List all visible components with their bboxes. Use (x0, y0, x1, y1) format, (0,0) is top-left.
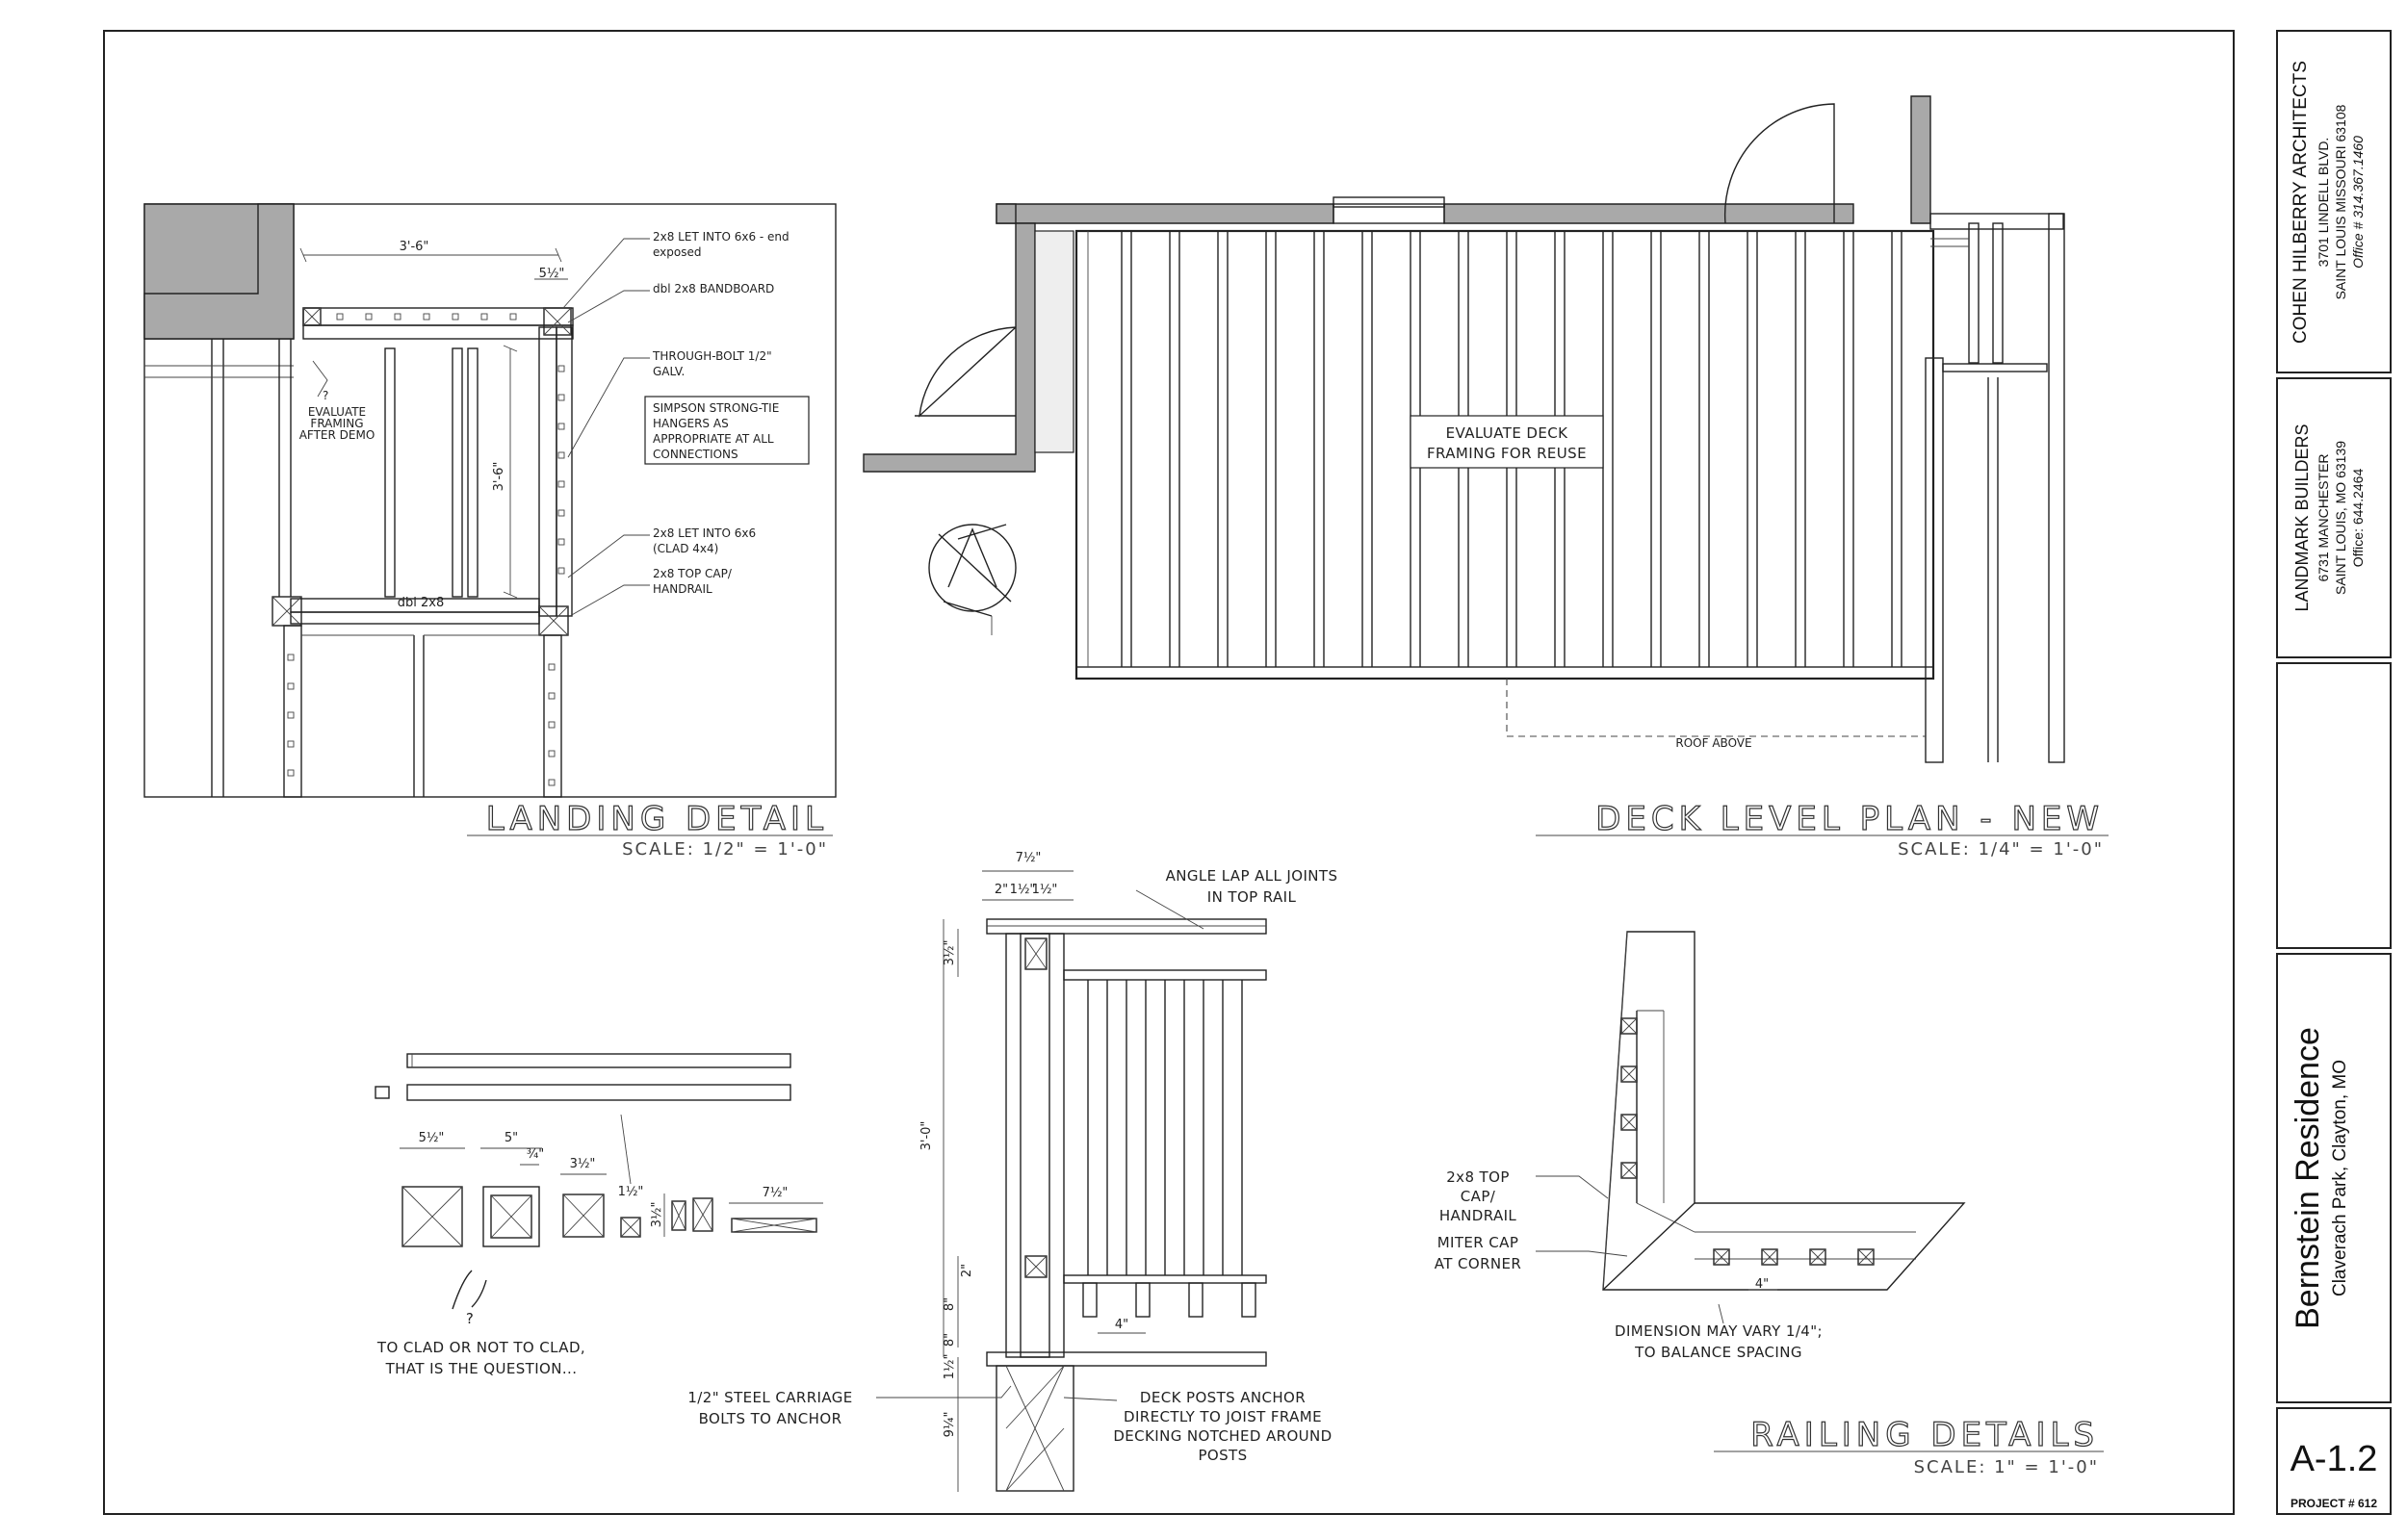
rail-side-dim-35: 3½" (943, 940, 957, 966)
clad-question-mark: ? (466, 1310, 474, 1327)
cap-note-1b: CAP/ (1461, 1188, 1496, 1205)
rail-top-dim-2: 2" (995, 883, 1008, 897)
cap-note-1a: 2x8 TOP (1446, 1168, 1510, 1186)
clad-dim-2: 5" (505, 1131, 518, 1145)
deck-evaluate-note-1: EVALUATE DECK (1446, 424, 1568, 442)
landing-note-5b: HANDRAIL (653, 582, 712, 596)
landing-detail (143, 203, 837, 798)
clad-note-2: THAT IS THE QUESTION... (385, 1360, 578, 1377)
rail-top-dim-1: 7½" (1016, 851, 1042, 865)
sheet-border (103, 30, 2235, 1515)
landing-post-dim: 5½" (539, 267, 565, 281)
builder-city: SAINT LOUIS, MO 63139 (2333, 441, 2348, 595)
landing-note-4a: 2x8 LET INTO 6x6 (653, 526, 756, 540)
rail-side-dim-925: 9¼" (943, 1412, 957, 1438)
railing-corner-plan (1536, 931, 1966, 1324)
deck-evaluate-note-2: FRAMING FOR REUSE (1427, 445, 1587, 462)
landing-note-3a: THROUGH-BOLT 1/2" (652, 349, 772, 363)
deck-plan-title: DECK LEVEL PLAN - NEW (1595, 800, 2104, 838)
dimension-vary-note-1: DIMENSION MAY VARY 1/4"; (1615, 1322, 1823, 1340)
rail-side-dim-15: 1½" (943, 1354, 957, 1380)
rail-side-dim-8a: 8" (943, 1297, 957, 1311)
landing-box-note-2: HANGERS AS (653, 417, 729, 430)
cap-note-1c: HANDRAIL (1439, 1207, 1517, 1224)
landing-note-1b: exposed (653, 245, 701, 259)
cap-note-2a: MITER CAP (1437, 1234, 1519, 1251)
builder-phone: Office: 644.2464 (2350, 469, 2366, 568)
rail-side-dim-8b: 8" (943, 1333, 957, 1347)
project-location: Claverach Park, Clayton, MO (2330, 1060, 2350, 1296)
baluster-spacing-dim: 4" (1115, 1318, 1128, 1332)
landing-box-note-4: CONNECTIONS (653, 448, 738, 461)
builder-street: 6731 MANCHESTER (2316, 453, 2331, 581)
architect-name: COHEN HILBERRY ARCHITECTS (2291, 61, 2311, 344)
landing-note-1a: 2x8 LET INTO 6x6 - end (653, 230, 789, 244)
corner-spacing-dim: 4" (1755, 1277, 1769, 1292)
railing-details-scale: SCALE: 1" = 1'-0" (1914, 1457, 2099, 1477)
landing-box-note-1: SIMPSON STRONG-TIE (653, 401, 779, 415)
sheet-number: A-1.2 (2291, 1439, 2378, 1479)
dimension-vary-note-2: TO BALANCE SPACING (1634, 1344, 1802, 1361)
landing-note-2: dbl 2x8 BANDBOARD (653, 282, 774, 295)
title-block (2276, 30, 2392, 1515)
landing-width-dim: 3'-6" (400, 240, 429, 254)
landing-note-3b: GALV. (653, 365, 685, 378)
landing-detail-scale: SCALE: 1/2" = 1'-0" (622, 839, 828, 860)
landing-note-4b: (CLAD 4x4) (653, 542, 718, 555)
architect-street: 3701 LINDELL BLVD. (2316, 138, 2331, 268)
clad-dim-7: 7½" (763, 1186, 789, 1200)
landing-note-5a: 2x8 TOP CAP/ (653, 567, 733, 580)
evaluate-note-1: EVALUATE (308, 405, 366, 419)
post-note-3: DECKING NOTCHED AROUND (1113, 1427, 1332, 1445)
railing-details-title: RAILING DETAILS (1750, 1416, 2099, 1454)
rail-top-dim-4: 1½" (1032, 883, 1058, 897)
bolt-note-2: BOLTS TO ANCHOR (699, 1410, 842, 1427)
railing-elevation (876, 870, 1267, 1492)
angle-lap-note-2: IN TOP RAIL (1207, 888, 1297, 906)
rail-side-dim-2: 2" (960, 1264, 974, 1277)
builder-name: LANDMARK BUILDERS (2292, 424, 2312, 611)
post-note-2: DIRECTLY TO JOIST FRAME (1124, 1408, 1322, 1425)
clad-dim-3: ¾" (527, 1147, 545, 1162)
landing-depth-dim: 3'-6" (492, 462, 506, 492)
clad-dim-1: 5½" (419, 1131, 445, 1145)
clad-dim-4: 3½" (570, 1157, 596, 1171)
post-note-4: POSTS (1198, 1447, 1247, 1464)
landing-detail-title: LANDING DETAIL (486, 800, 828, 838)
architect-phone: Office # 314.367.1460 (2350, 136, 2366, 269)
deck-plan-scale: SCALE: 1/4" = 1'-0" (1898, 839, 2104, 860)
clad-dim-5: 1½" (618, 1185, 644, 1199)
project-number: PROJECT # 612 (2291, 1497, 2377, 1510)
rail-side-dim-height: 3'-0" (919, 1121, 934, 1151)
roof-above-label: ROOF ABOVE (1675, 736, 1751, 750)
evaluate-note-3: AFTER DEMO (299, 428, 375, 442)
landing-beam-label: dbl 2x8 (398, 596, 444, 610)
clad-note-1: TO CLAD OR NOT TO CLAD, (376, 1339, 585, 1356)
landing-box-note-3: APPROPRIATE AT ALL (653, 432, 774, 446)
deck-level-plan (863, 95, 2065, 763)
clad-study (375, 1053, 823, 1310)
post-note-1: DECK POSTS ANCHOR (1140, 1389, 1306, 1406)
clad-dim-6: 3½" (650, 1202, 664, 1228)
cap-note-2b: AT CORNER (1435, 1255, 1521, 1272)
architect-city: SAINT LOUIS MISSOURI 63108 (2333, 104, 2348, 299)
rail-top-dim-3: 1½" (1010, 883, 1036, 897)
bolt-note-1: 1/2" STEEL CARRIAGE (687, 1389, 852, 1406)
evaluate-question-mark: ? (323, 389, 328, 402)
project-name: Bernstein Residence (2290, 1027, 2326, 1329)
evaluate-note-2: FRAMING (310, 417, 363, 430)
angle-lap-note-1: ANGLE LAP ALL JOINTS (1166, 867, 1338, 885)
